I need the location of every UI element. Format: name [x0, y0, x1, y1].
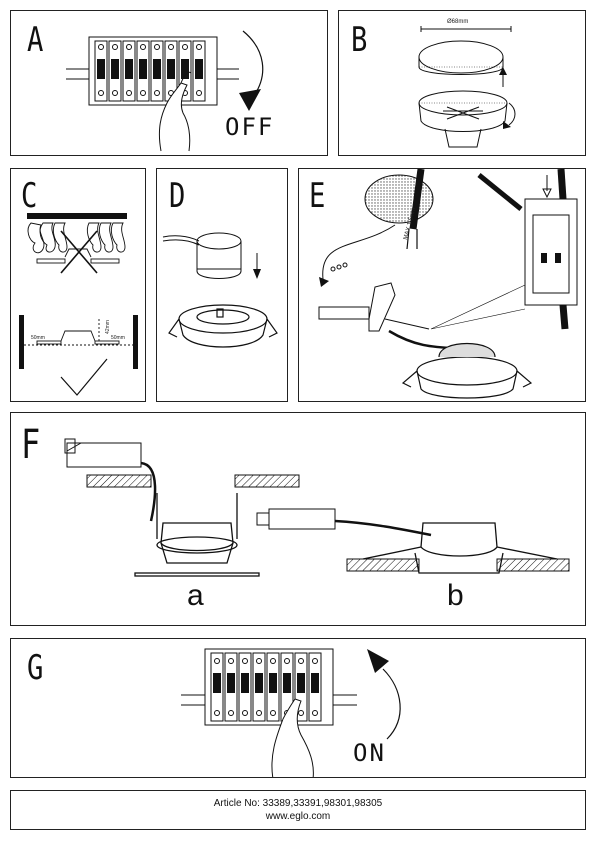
left-clearance-label: 50mm [31, 335, 45, 341]
option-a-label: a [187, 579, 204, 612]
wiring-illustration [318, 169, 578, 399]
step-letter-b: B [351, 20, 368, 60]
right-clearance-label: 50mm [111, 335, 125, 341]
website-link[interactable]: www.eglo.com [265, 811, 331, 822]
mounting-options-illustration [64, 438, 570, 577]
off-label: OFF [225, 113, 275, 141]
breaker-on-illustration [181, 648, 401, 777]
step-letter-d: D [169, 176, 186, 216]
panel-f: F [10, 412, 586, 626]
panel-c: C 50mm 50mm 42mm [10, 168, 146, 402]
diameter-label: Ø68mm [447, 19, 469, 25]
bulb-insertion-illustration [162, 232, 278, 348]
step-letter-g: G [27, 648, 44, 688]
option-b-label: b [447, 579, 464, 612]
step-letter-e: E [309, 176, 326, 216]
panel-a: A OFF [10, 10, 328, 156]
step-letter-f: F [21, 422, 41, 468]
on-label: ON [353, 739, 386, 767]
step-letter-a: A [27, 20, 44, 60]
height-clearance-label: 42mm [104, 320, 111, 334]
panel-e: E MAX 1. [298, 168, 586, 402]
insulation-clearance-illustration [19, 213, 138, 396]
footer-box: Article No: 33389,33391,98301,98305 www.… [10, 790, 586, 830]
bulb-removal-illustration [418, 26, 516, 148]
panel-d: D [156, 168, 288, 402]
article-numbers: Article No: 33389,33391,98301,98305 [213, 798, 383, 809]
breaker-off-illustration [66, 30, 264, 152]
step-letter-c: C [21, 176, 38, 216]
panel-b: B Ø68mm [338, 10, 586, 156]
panel-g: G ON [10, 638, 586, 778]
